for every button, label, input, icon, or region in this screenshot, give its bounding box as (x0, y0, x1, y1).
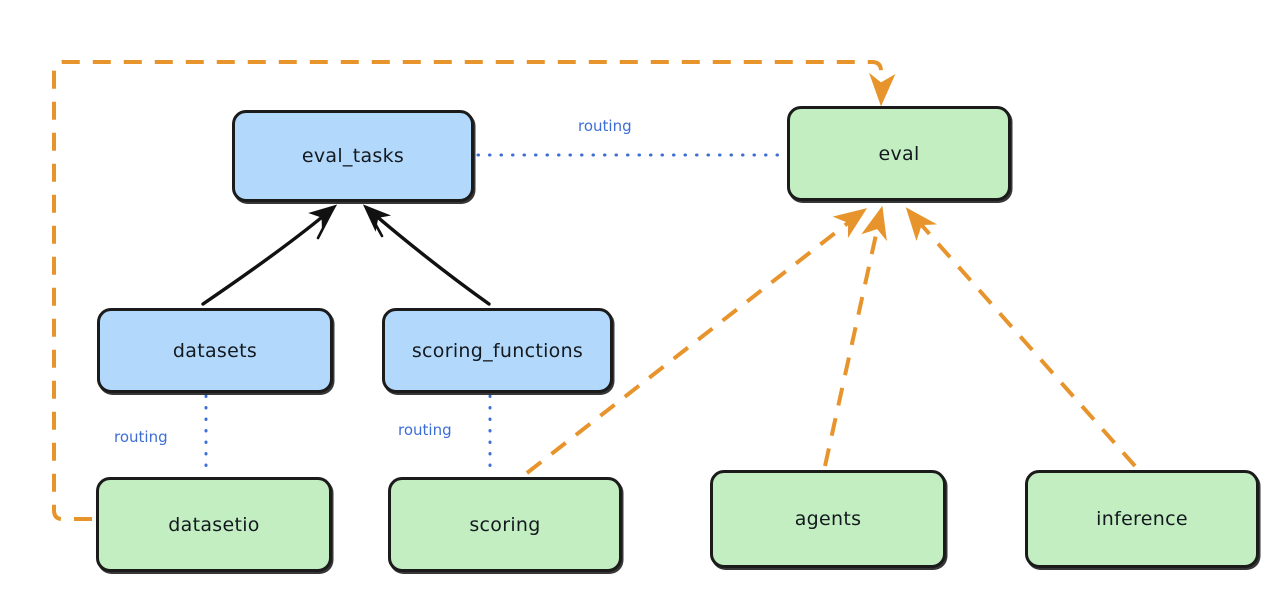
node-inference[interactable]: inference (1025, 470, 1259, 568)
edge-label-routing-datasets-to-datasetio: routing (114, 428, 168, 446)
node-eval-tasks[interactable]: eval_tasks (232, 110, 474, 202)
node-eval[interactable]: eval (787, 106, 1011, 201)
edge-agents-to-eval (823, 205, 887, 467)
edge-inference-to-eval (905, 207, 1137, 468)
edge-scoring-functions-barb (364, 205, 384, 238)
edge-datasets-barb (316, 205, 336, 240)
node-datasets[interactable]: datasets (97, 308, 333, 393)
node-datasetio-label: datasetio (168, 513, 260, 536)
node-datasets-label: datasets (172, 339, 258, 362)
node-agents-label: agents (794, 508, 862, 530)
edge-scoring-functions-to-eval-tasks (362, 204, 491, 306)
node-scoring-label: scoring (469, 513, 541, 536)
node-scoring-functions[interactable]: scoring_functions (382, 308, 613, 393)
node-scoring[interactable]: scoring (388, 477, 622, 572)
node-inference-label: inference (1096, 508, 1188, 530)
node-eval-label: eval (878, 142, 920, 165)
edge-datasets-to-eval-tasks (201, 204, 338, 306)
node-eval-tasks-label: eval_tasks (301, 145, 405, 167)
edge-label-routing-eval-tasks-to-eval: routing (578, 117, 632, 135)
node-agents[interactable]: agents (710, 470, 946, 568)
edge-label-routing-scoring-functions-to-scoring: routing (398, 421, 452, 439)
node-scoring-functions-label: scoring_functions (411, 339, 584, 362)
node-datasetio[interactable]: datasetio (96, 477, 332, 572)
